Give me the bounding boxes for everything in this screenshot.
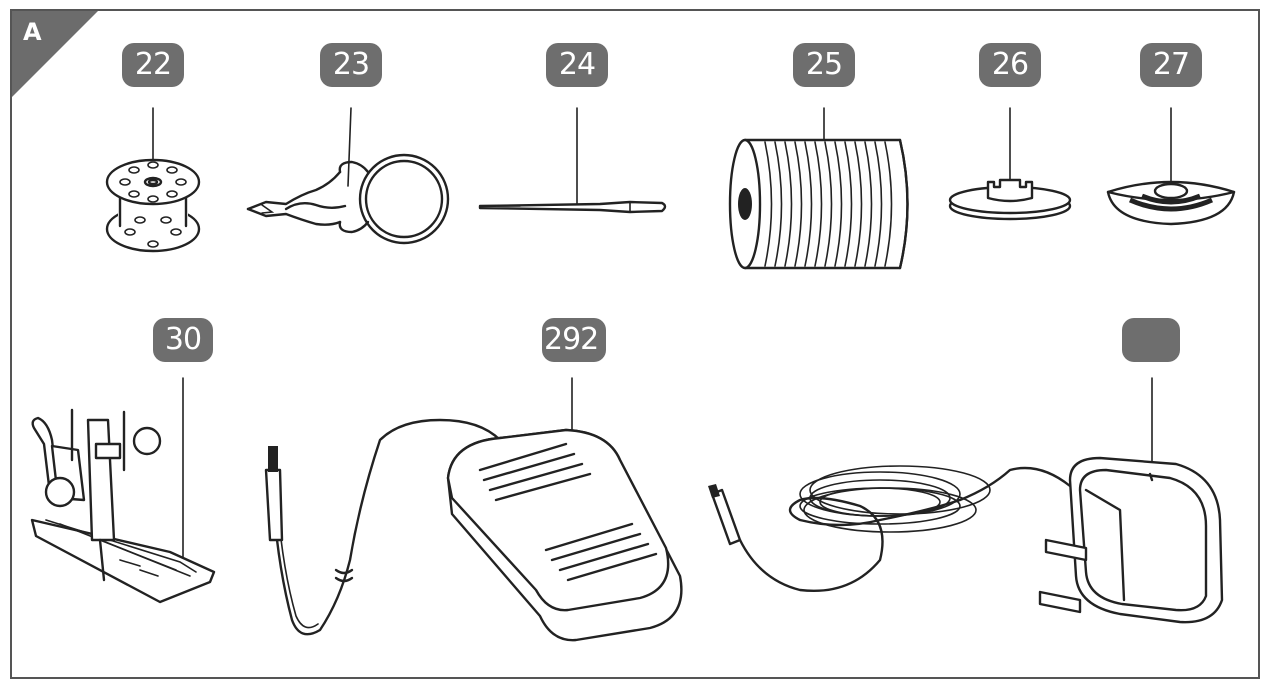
part-number-badge-25: 25 [793,43,855,87]
power-adapter-icon [708,456,1224,624]
foot-pedal-icon [264,418,683,642]
needle-icon [478,200,667,214]
spool-cap-icon [948,178,1072,221]
bobbin-icon [105,158,201,253]
thread-spool-icon [728,138,909,270]
spool-disc-icon [1106,180,1236,226]
presser-foot-icon [30,408,216,604]
part-number-badge-23: 23 [320,43,382,87]
part-number-badge-24: 24 [546,43,608,87]
part-number-badge-30: 30 [153,318,213,362]
part-number-badge-26: 26 [979,43,1041,87]
panel-label: A [23,18,42,46]
needle-threader-icon [246,153,450,245]
part-number-badge-27: 27 [1140,43,1202,87]
part-number-badge-292: 292 [542,318,606,362]
part-number-badge-adapter [1122,318,1180,362]
part-number-badge-22: 22 [122,43,184,87]
panel-corner-tab [12,11,98,97]
leader-lines [152,107,1172,569]
